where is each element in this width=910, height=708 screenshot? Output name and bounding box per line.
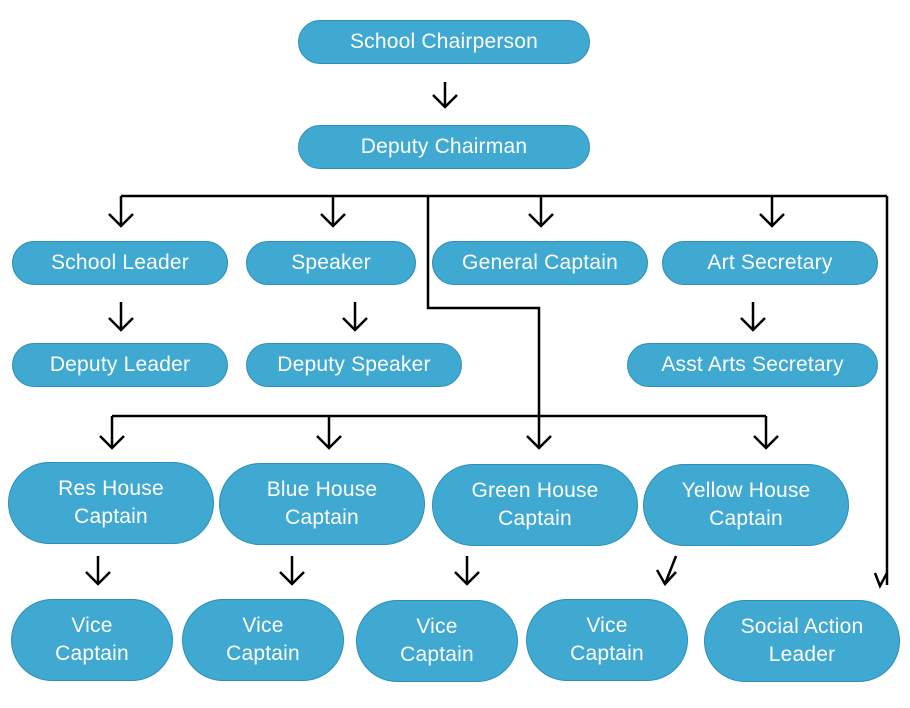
node-deputy-chairman: Deputy Chairman bbox=[298, 125, 590, 169]
node-blue-house-captain: Blue House Captain bbox=[219, 463, 425, 545]
node-deputy-leader: Deputy Leader bbox=[12, 343, 228, 387]
node-res-house-captain: Res House Captain bbox=[8, 462, 214, 544]
node-school-chairperson: School Chairperson bbox=[298, 20, 590, 64]
node-general-captain: General Captain bbox=[432, 241, 648, 285]
node-school-leader: School Leader bbox=[12, 241, 228, 285]
node-vice-captain-4: Vice Captain bbox=[526, 599, 688, 681]
node-green-house-captain: Green House Captain bbox=[432, 464, 638, 546]
node-vice-captain-2: Vice Captain bbox=[182, 599, 344, 681]
node-vice-captain-3: Vice Captain bbox=[356, 600, 518, 682]
node-deputy-speaker: Deputy Speaker bbox=[246, 343, 462, 387]
node-speaker: Speaker bbox=[246, 241, 416, 285]
node-social-action-leader: Social Action Leader bbox=[704, 600, 900, 682]
branch-to-house-bus bbox=[426, 196, 541, 448]
node-vice-captain-1: Vice Captain bbox=[11, 599, 173, 681]
arrowhead-chair-to-deputy bbox=[432, 94, 458, 109]
node-yellow-house-captain: Yellow House Captain bbox=[643, 464, 849, 546]
node-asst-arts-secretary: Asst Arts Secretary bbox=[627, 343, 878, 387]
node-art-secretary: Art Secretary bbox=[662, 241, 878, 285]
